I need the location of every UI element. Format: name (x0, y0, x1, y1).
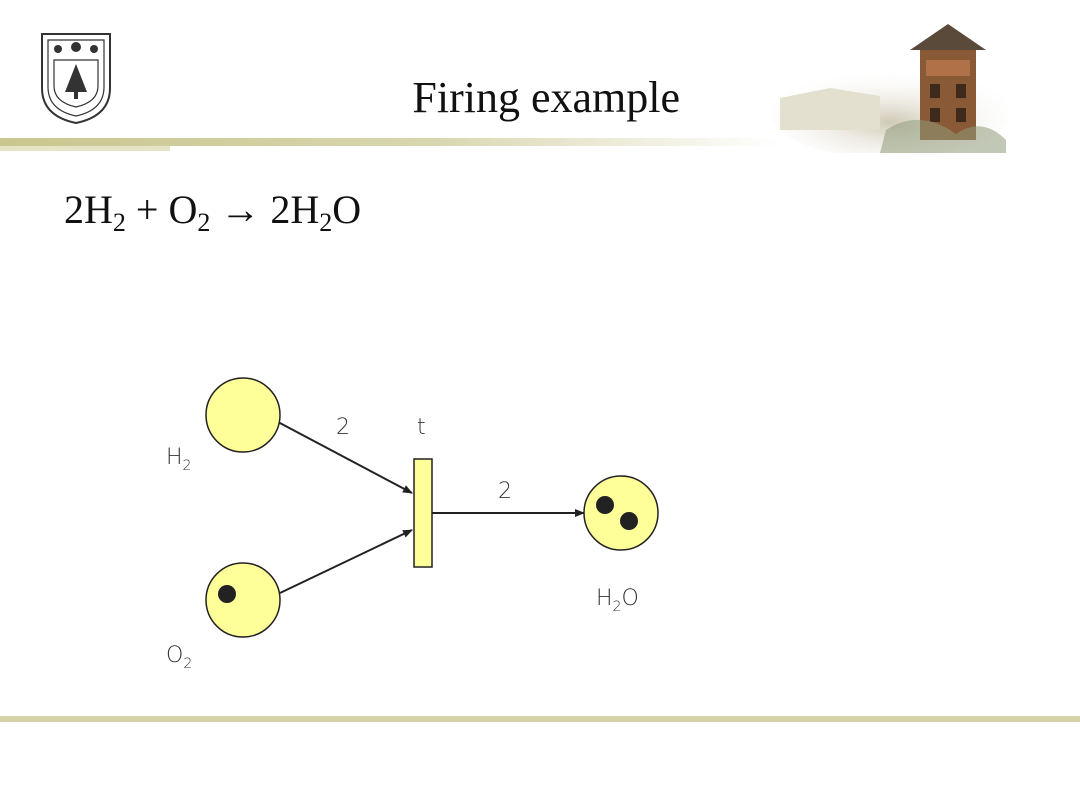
transition-label: t (417, 415, 426, 440)
equation-subscript: 2 (197, 208, 211, 237)
equation-species: O (332, 187, 362, 232)
campus-building-image (770, 24, 1010, 153)
equation-coefficient: 2 (270, 187, 291, 232)
token-h2o (596, 496, 614, 514)
slide-title: Firing example (412, 73, 680, 122)
equation-subscript: 2 (319, 208, 333, 237)
label-main: O (166, 643, 184, 668)
arc-weight-h2o: 2 (498, 479, 512, 504)
label-tail: O (621, 586, 639, 611)
footer-divider (0, 716, 1080, 722)
equation-species: O (168, 187, 198, 232)
university-seal-icon (41, 33, 111, 125)
token-h2o (620, 512, 638, 530)
label-main: H (596, 586, 613, 611)
label-subscript: 2 (182, 458, 192, 474)
arc-o2-to-t (279, 529, 413, 594)
place-label-h2: H2 (166, 445, 191, 474)
arc-weight-h2: 2 (336, 415, 350, 440)
arc-h2-to-t (277, 421, 413, 494)
equation-subscript: 2 (112, 208, 126, 237)
label-main: H (166, 445, 183, 470)
equation-species: H (290, 187, 320, 232)
equation-plus: + (135, 187, 159, 232)
place-o2 (205, 562, 281, 638)
equation-coefficient: 2 (64, 187, 84, 232)
equation-arrow: → (220, 187, 261, 232)
transition-t (413, 458, 433, 568)
token-o2 (218, 585, 236, 603)
place-h2 (205, 377, 281, 453)
place-label-o2: O2 (166, 643, 192, 672)
header-divider (0, 138, 780, 151)
place-label-h2o: H2O (596, 586, 639, 615)
place-h2o (583, 475, 659, 551)
label-subscript: 2 (183, 656, 193, 672)
label-subscript: 2 (612, 599, 622, 615)
chemical-equation: 2H2 + O2 → 2H2O (64, 187, 362, 236)
equation-species: H (84, 187, 113, 232)
